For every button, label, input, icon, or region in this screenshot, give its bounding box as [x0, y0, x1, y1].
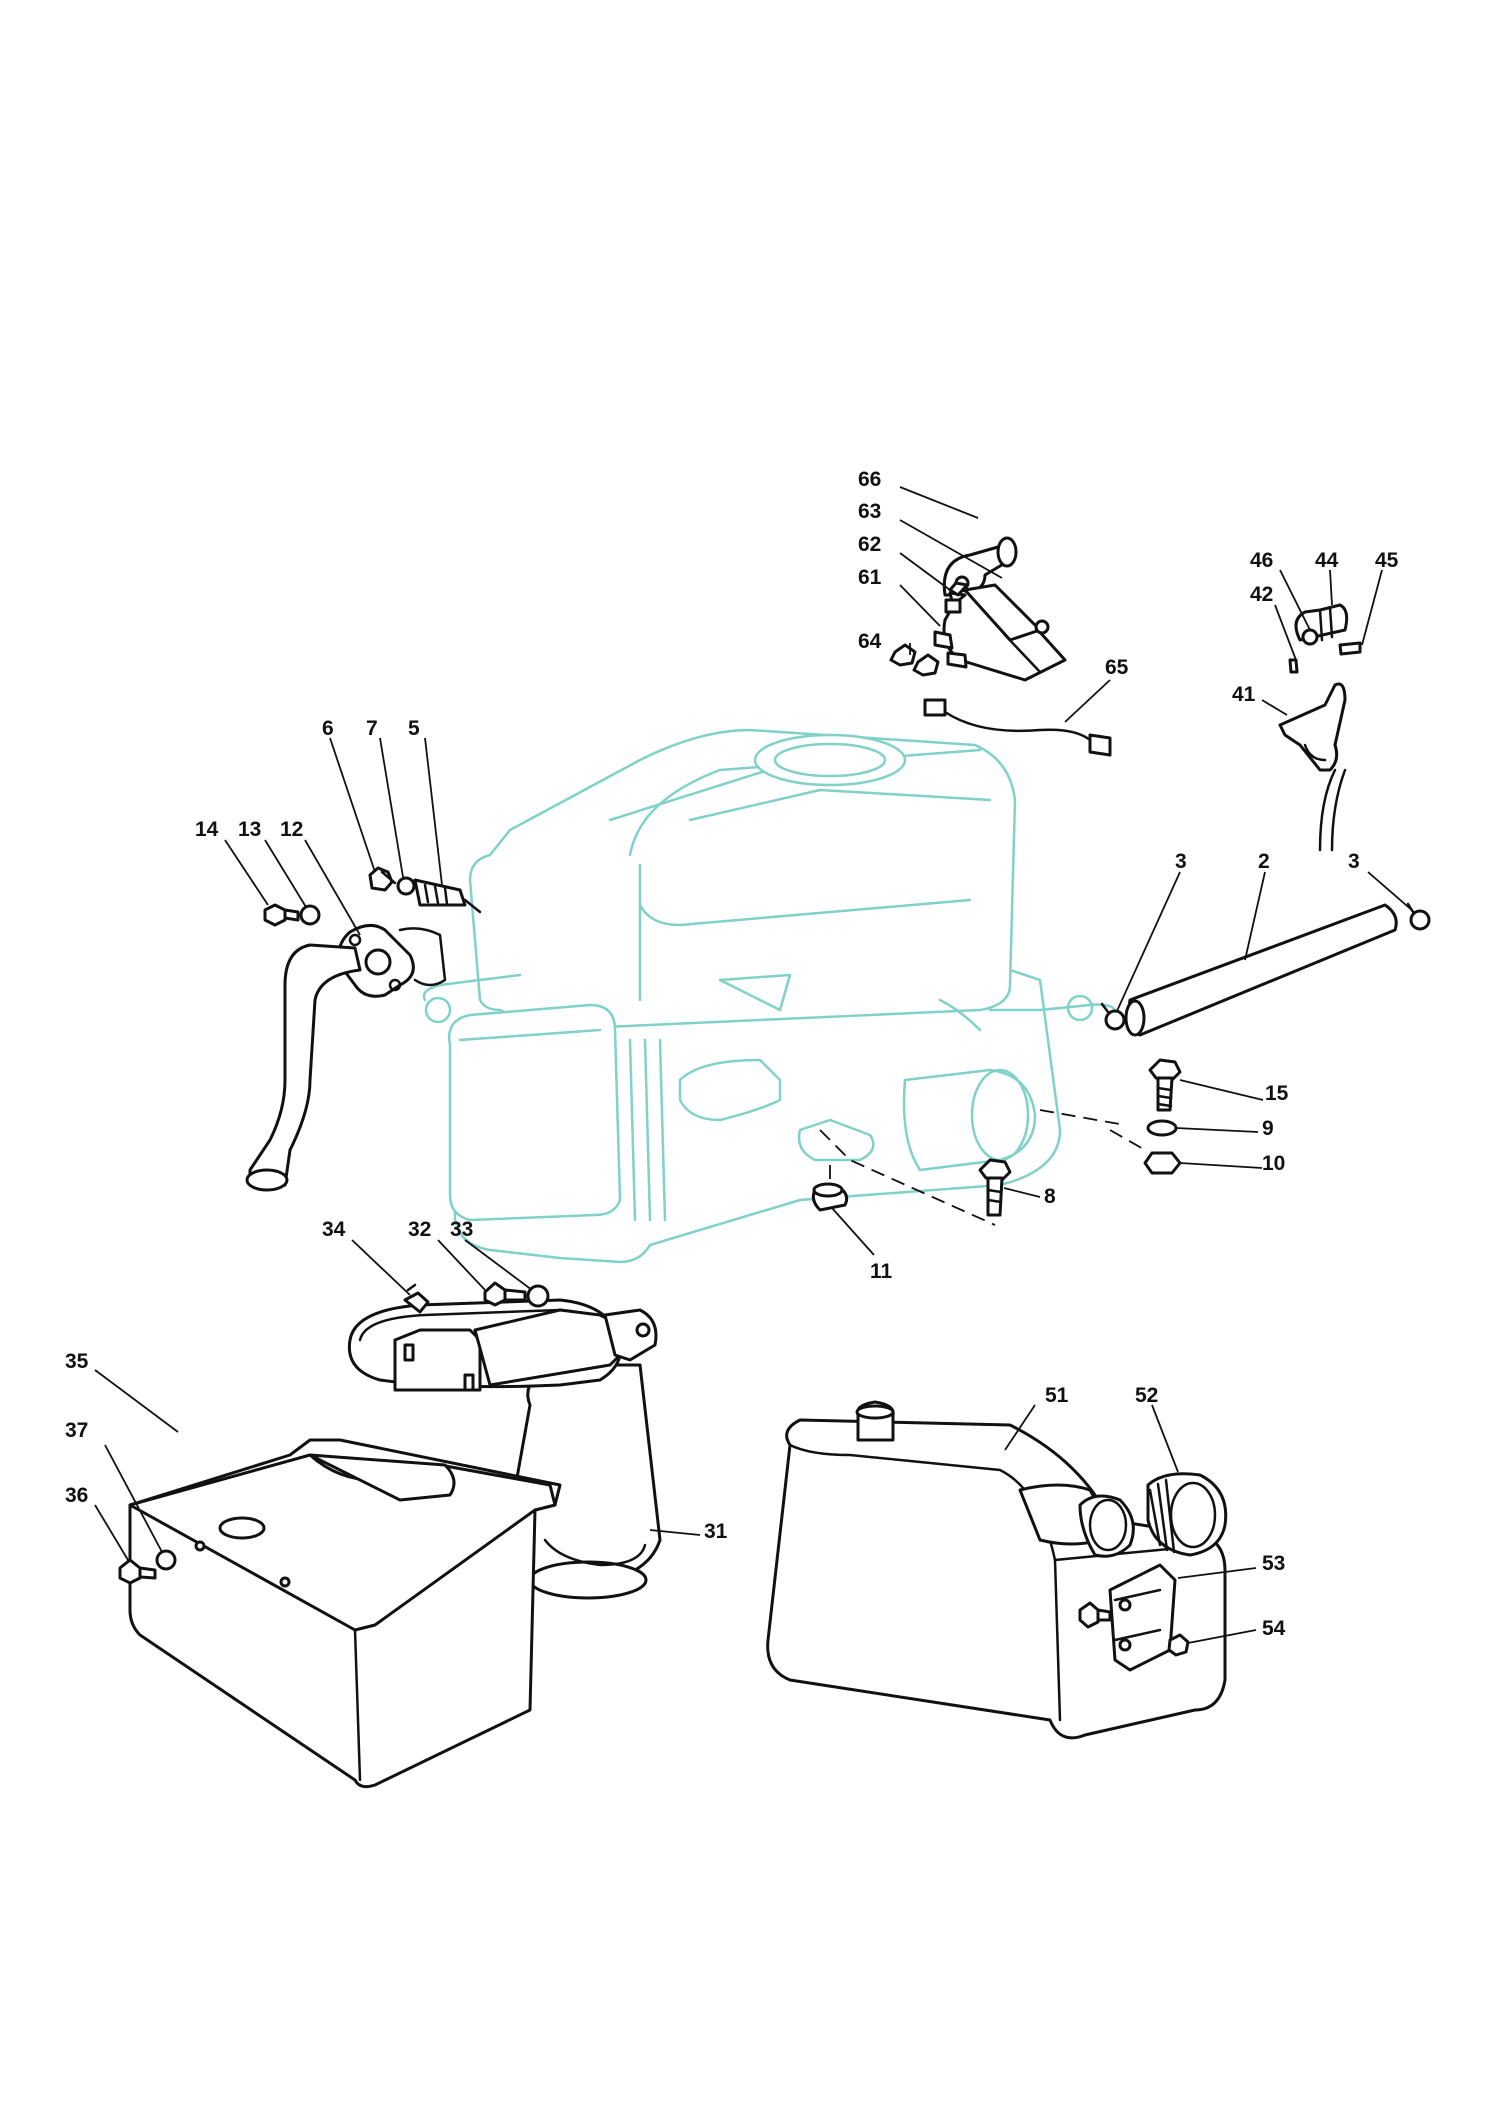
callout-54: 54	[1262, 1617, 1286, 1640]
callout-8: 8	[1044, 1185, 1056, 1208]
callout-52: 52	[1135, 1384, 1158, 1407]
callout-13: 13	[238, 818, 261, 841]
callout-53: 53	[1262, 1552, 1285, 1575]
callout-32: 32	[408, 1218, 431, 1241]
callout-42: 42	[1250, 583, 1273, 606]
callout-12: 12	[280, 818, 303, 841]
callout-5: 5	[408, 717, 420, 740]
engine-outline	[422, 728, 1117, 1264]
callout-15: 15	[1265, 1082, 1289, 1105]
callout-10: 10	[1262, 1152, 1285, 1175]
callout-62: 62	[858, 533, 881, 556]
callout-2: 2	[1258, 850, 1270, 873]
fuel-hose	[1100, 902, 1431, 1037]
callout-33: 33	[450, 1218, 473, 1241]
callout-64: 64	[858, 630, 882, 653]
callout-9: 9	[1262, 1117, 1274, 1140]
callout-66: 66	[858, 468, 881, 491]
callout-63: 63	[858, 500, 881, 523]
callout-11: 11	[870, 1260, 893, 1283]
callout-35: 35	[65, 1350, 89, 1373]
leader-lines	[94, 486, 1415, 1644]
callout-37: 37	[65, 1419, 88, 1442]
callout-14: 14	[195, 818, 219, 841]
throttle-control	[1278, 603, 1362, 852]
callout-31: 31	[704, 1520, 728, 1543]
callout-36: 36	[65, 1484, 88, 1507]
exhaust-parts	[245, 866, 482, 1192]
callout-45: 45	[1375, 549, 1399, 572]
callout-46: 46	[1250, 549, 1273, 572]
callout-34: 34	[322, 1218, 346, 1241]
callout-61: 61	[858, 566, 882, 589]
battery-box	[118, 1281, 662, 1789]
callout-labels: 66 63 62 61 64 65 46 44 45 42 41 6 7 5 1…	[65, 468, 1399, 1640]
callout-51: 51	[1045, 1384, 1069, 1407]
callout-7: 7	[366, 717, 378, 740]
callout-65: 65	[1105, 656, 1129, 679]
fuel-can	[766, 1400, 1228, 1740]
callout-41: 41	[1232, 683, 1256, 706]
callout-3-left: 3	[1175, 850, 1187, 873]
callout-6: 6	[322, 717, 334, 740]
callout-44: 44	[1315, 549, 1339, 572]
solenoid-assembly	[889, 536, 1112, 757]
callout-3-right: 3	[1348, 850, 1360, 873]
